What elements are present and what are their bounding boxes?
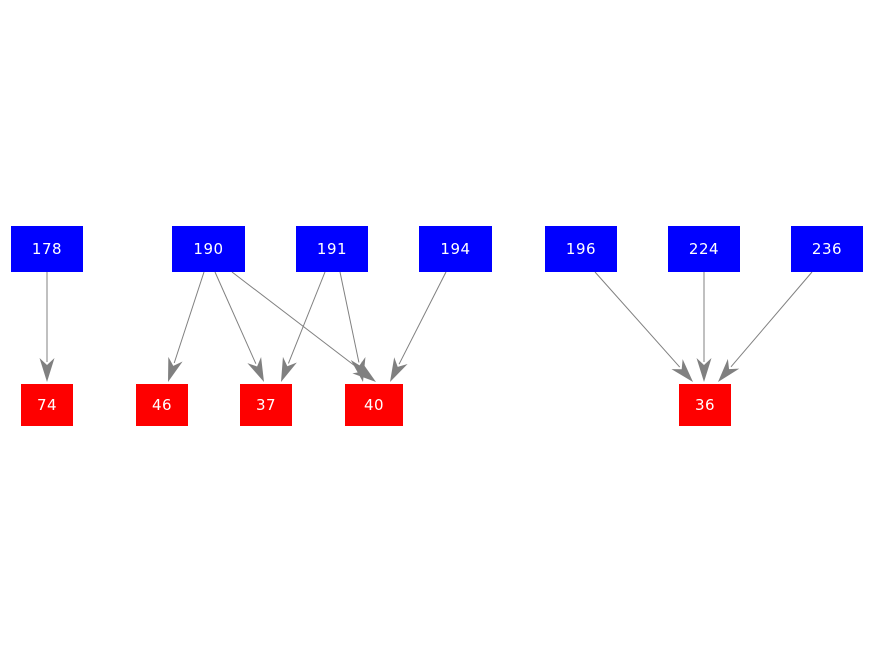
node-label: 224 <box>688 239 720 258</box>
graph-edge <box>214 271 264 382</box>
edge-line <box>287 271 326 364</box>
graph-node-224[interactable]: 224 <box>668 226 740 272</box>
node-label: 37 <box>255 395 277 414</box>
graph-edge <box>696 272 712 382</box>
graph-node-178[interactable]: 178 <box>11 226 83 272</box>
edge-line <box>730 271 813 368</box>
graph-edge <box>231 271 376 382</box>
graph-node-40[interactable]: 40 <box>345 384 403 426</box>
edge-arrowhead-icon <box>350 356 366 382</box>
node-label: 74 <box>36 395 58 414</box>
graph-edge <box>339 271 366 382</box>
node-label: 191 <box>316 239 348 258</box>
graph-node-190[interactable]: 190 <box>172 226 245 272</box>
graph-node-74[interactable]: 74 <box>21 384 73 426</box>
graph-node-37[interactable]: 37 <box>240 384 292 426</box>
edge-arrowhead-icon <box>390 357 408 382</box>
graph-node-36[interactable]: 36 <box>679 384 731 426</box>
node-label: 46 <box>151 395 173 414</box>
graph-node-196[interactable]: 196 <box>545 226 617 272</box>
edge-line <box>231 271 361 371</box>
edge-arrowhead-icon <box>352 361 376 382</box>
edge-line <box>398 271 447 365</box>
graph-edge <box>594 271 693 382</box>
graph-edge <box>39 272 55 382</box>
edge-arrowhead-icon <box>168 356 183 382</box>
edge-arrowhead-icon <box>247 357 264 382</box>
node-label: 36 <box>694 395 716 414</box>
edge-arrowhead-icon <box>718 358 740 382</box>
graph-node-46[interactable]: 46 <box>136 384 188 426</box>
graph-node-194[interactable]: 194 <box>419 226 492 272</box>
edge-line <box>594 271 681 368</box>
graph-edge <box>281 271 326 382</box>
edge-line <box>173 271 205 364</box>
graph-node-236[interactable]: 236 <box>791 226 863 272</box>
graph-edge <box>390 271 447 382</box>
node-label: 196 <box>565 239 597 258</box>
node-label: 178 <box>31 239 63 258</box>
node-label: 190 <box>193 239 224 258</box>
node-label: 236 <box>811 239 843 258</box>
graph-edge <box>718 271 813 382</box>
edge-arrowhead-icon <box>39 358 55 382</box>
edge-line <box>339 271 360 363</box>
graph-edge <box>168 271 205 382</box>
node-label: 40 <box>363 395 385 414</box>
graph-node-191[interactable]: 191 <box>296 226 368 272</box>
edge-line <box>214 271 257 364</box>
node-label: 194 <box>440 239 471 258</box>
edge-arrowhead-icon <box>671 359 693 382</box>
edge-arrowhead-icon <box>696 358 712 382</box>
edge-arrowhead-icon <box>281 356 297 382</box>
